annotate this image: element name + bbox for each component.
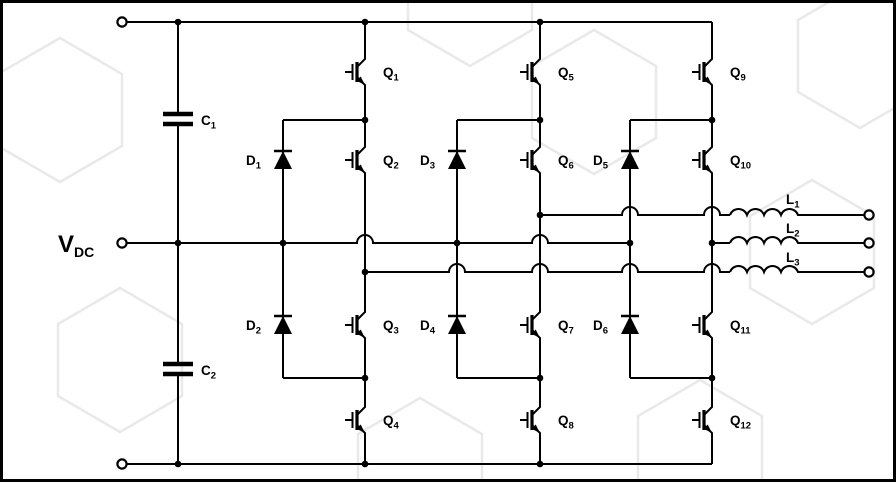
label-q7: Q7 [558, 318, 574, 337]
igbt-q1 [343, 46, 367, 98]
label-q5: Q5 [558, 65, 575, 84]
dc-mid-terminal [116, 237, 128, 249]
label-q1: Q1 [383, 65, 400, 84]
dc-positive-terminal [116, 16, 128, 28]
diode-d1 [272, 149, 294, 171]
label-q10: Q10 [730, 153, 751, 172]
label-q2: Q2 [383, 153, 399, 172]
capacitor-c2 [163, 361, 193, 377]
label-c2: C2 [201, 363, 216, 382]
igbt-q2 [343, 134, 367, 186]
inductor-l2-coil [729, 236, 864, 247]
terminals [116, 16, 875, 470]
inductor-l3-coil [729, 265, 864, 276]
label-d4: D4 [420, 318, 436, 337]
igbt-q8 [518, 394, 542, 446]
phase-line-top [540, 206, 730, 216]
diode-d5 [619, 149, 641, 171]
label-c1: C1 [201, 113, 217, 132]
label-l2: L2 [786, 221, 800, 240]
igbt-q10 [690, 134, 714, 186]
label-q9: Q9 [730, 65, 746, 84]
igbt-q4 [343, 394, 367, 446]
label-d2: D2 [246, 318, 261, 337]
dc-negative-terminal [116, 458, 128, 470]
igbt-q6 [518, 134, 542, 186]
label-q3: Q3 [383, 318, 399, 337]
label-d6: D6 [593, 318, 608, 337]
phase-line-bottom [365, 263, 730, 273]
label-l1: L1 [786, 192, 800, 211]
capacitor-c1 [163, 111, 193, 127]
ac-output-terminal-3 [863, 266, 875, 278]
igbt-q9 [690, 46, 714, 98]
junction-dots [174, 18, 716, 468]
label-vdc: VDC [58, 231, 94, 260]
ac-output-terminal-2 [863, 237, 875, 249]
neutral-line [122, 234, 630, 244]
label-d3: D3 [420, 153, 435, 172]
diode-d6 [619, 314, 641, 336]
label-q12: Q12 [730, 413, 751, 432]
igbt-q7 [518, 299, 542, 351]
label-l3: L3 [786, 250, 800, 269]
igbt-q11 [690, 299, 714, 351]
label-q11: Q11 [730, 318, 751, 337]
igbt-q5 [518, 46, 542, 98]
wires [122, 21, 864, 465]
label-d5: D5 [593, 153, 609, 172]
igbt-q3 [343, 299, 367, 351]
labels: VDC C1 C2 Q1 Q2 Q3 Q4 Q5 Q6 Q7 Q8 Q9 Q10… [58, 65, 800, 432]
label-q6: Q6 [558, 153, 574, 172]
inductor-l1-coil [729, 208, 864, 219]
diode-d3 [446, 149, 468, 171]
diode-d4 [446, 314, 468, 336]
ac-output-terminal-1 [863, 209, 875, 221]
igbt-q12 [690, 394, 714, 446]
label-q8: Q8 [558, 413, 574, 432]
label-d1: D1 [246, 153, 262, 172]
label-q4: Q4 [383, 413, 400, 432]
diode-d2 [272, 314, 294, 336]
